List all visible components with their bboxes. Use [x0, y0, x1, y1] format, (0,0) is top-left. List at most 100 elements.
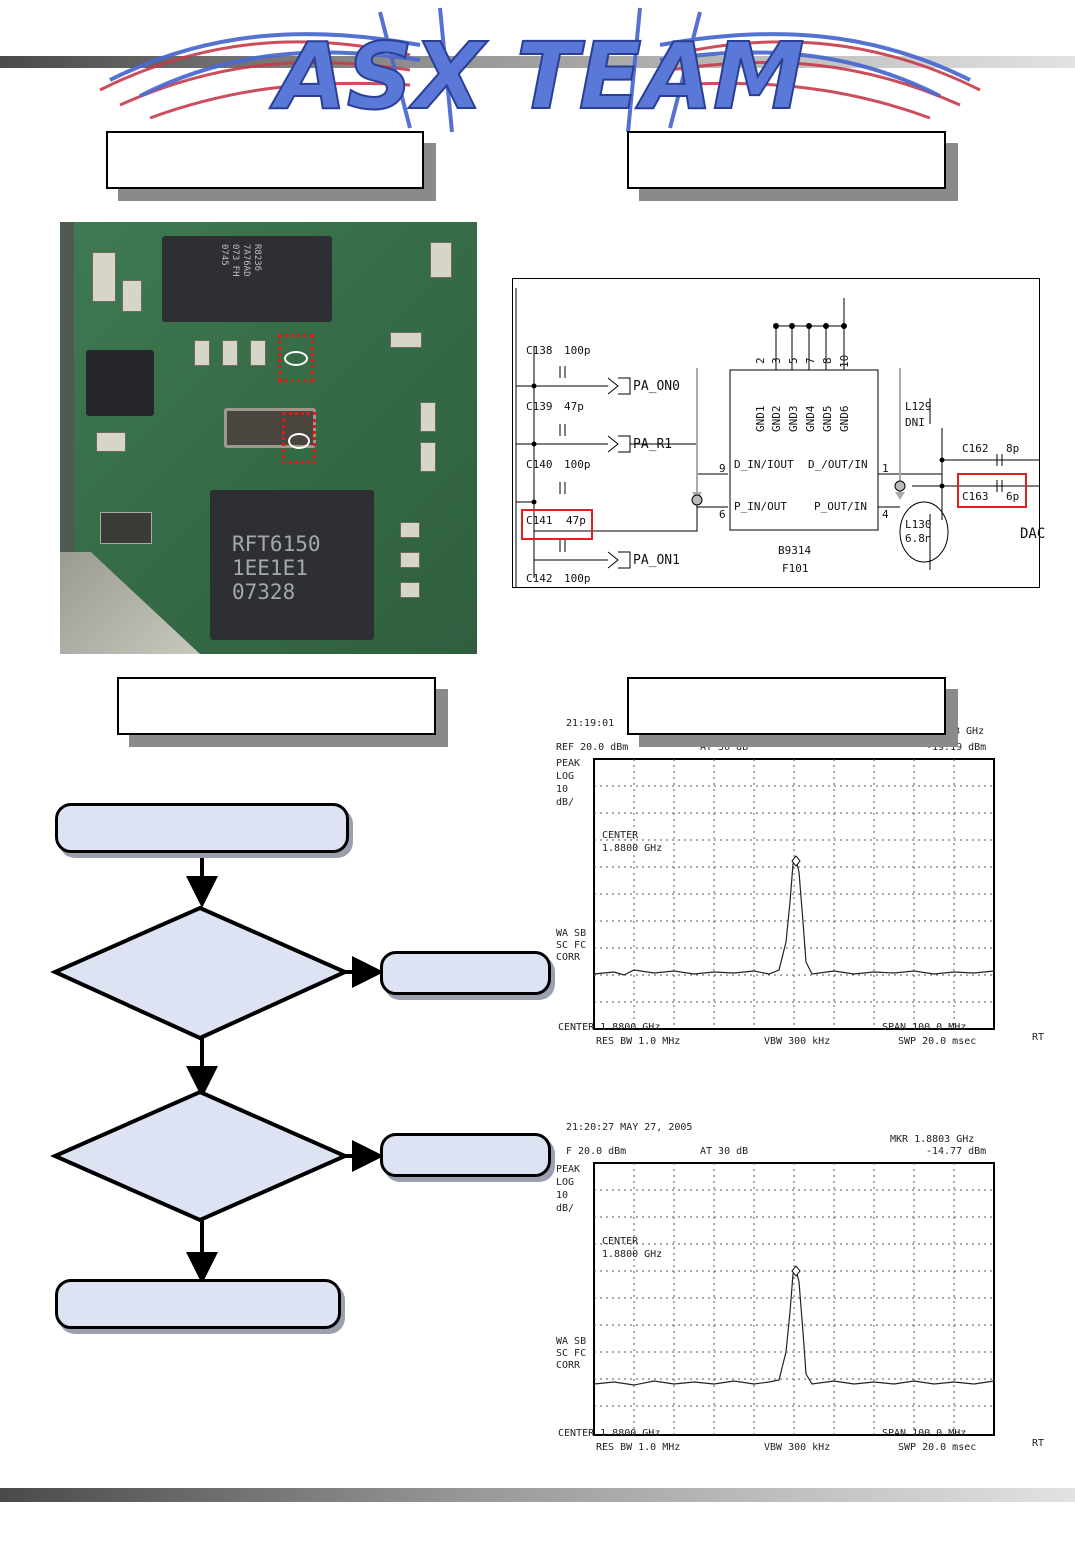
- cap-value: 47p: [566, 514, 586, 527]
- smd-part: [122, 280, 142, 312]
- sa2-center-value: 1.8800 GHz: [602, 1249, 662, 1260]
- sa1-left-label: 10: [556, 784, 568, 795]
- c163-ref: C163: [962, 490, 989, 503]
- team-logo: ASX TEAM: [99, 7, 981, 133]
- sa1-marker: [791, 855, 801, 867]
- highlight-box-2: [282, 412, 316, 464]
- sa1-center-label: CENTER: [602, 830, 639, 841]
- cap-ref: C138: [526, 344, 553, 357]
- sa1-footer-center: CENTER 1.8800 GHz: [558, 1022, 660, 1033]
- gnd-pin-number: 3: [770, 357, 783, 364]
- schematic-diagram: C138 100p C139 47p C140 100p C141 47p C1…: [512, 278, 1045, 588]
- c163-value: 6p: [1006, 490, 1019, 503]
- header-box-top-left: [106, 131, 424, 189]
- signal-label: PA_ON0: [633, 379, 680, 394]
- sa2-left-label: LOG: [556, 1177, 574, 1188]
- smd-part: [400, 522, 420, 538]
- gnd-label: GND6: [838, 406, 851, 433]
- spectrum-plot-1: 21:19:01 3 GHz REF 20.0 dBm AT 30 dB -19…: [556, 718, 1044, 1047]
- gnd-label: GND2: [770, 406, 783, 433]
- sa2-footer-center: CENTER 1.8800 GHz: [558, 1428, 660, 1439]
- cap-ref: C139: [526, 400, 553, 413]
- flow-result-1: [380, 951, 551, 995]
- l129-value: DNI: [905, 416, 925, 429]
- sa2-at: AT 30 dB: [700, 1146, 748, 1157]
- highlight-box-1: [278, 334, 314, 382]
- sa1-side-label: CORR: [556, 952, 581, 963]
- pin-9: 9: [719, 462, 726, 475]
- sa1-time: 21:19:01: [566, 718, 614, 729]
- sa2-vbw: VBW 300 kHz: [764, 1442, 830, 1453]
- flowchart: [50, 850, 384, 1284]
- sa1-footer-span: SPAN 100.0 MHz: [882, 1022, 966, 1033]
- port-d-in: D_IN/IOUT: [734, 458, 794, 471]
- flow-start: [55, 803, 349, 853]
- rf-chip-line: 07328: [232, 580, 296, 604]
- part-number: B9314: [778, 544, 811, 557]
- port-d-out: D_/OUT/IN: [808, 458, 868, 471]
- sa1-trace: [593, 858, 995, 976]
- top-chip-line: R8236: [252, 244, 262, 272]
- sa1-side-label: SC FC: [556, 940, 586, 951]
- smd-part: [390, 332, 422, 348]
- sa1-mkr-freq: 3 GHz: [954, 726, 984, 737]
- sa1-rt: RT: [1032, 1032, 1044, 1043]
- gnd-pin-number: 2: [754, 357, 767, 364]
- sa1-grid: [594, 759, 994, 1029]
- sa2-swp: SWP 20.0 msec: [898, 1442, 976, 1453]
- gnd-pin-number: 10: [838, 355, 851, 368]
- sa2-left-label: PEAK: [556, 1164, 580, 1175]
- pin-1: 1: [882, 462, 889, 475]
- cap-ref: C142: [526, 572, 553, 585]
- header-box-top-right: [627, 131, 946, 189]
- decision-diamond-2: [50, 1089, 350, 1223]
- cap-value: 100p: [564, 344, 591, 357]
- main-rf-chip: RFT6150 1EE1E1 07328: [210, 490, 374, 640]
- shield-frame: [60, 552, 200, 654]
- smd-part: [250, 340, 266, 366]
- l129-ref: L129: [905, 400, 932, 413]
- sa1-side-label: WA SB: [556, 928, 586, 939]
- c162-value: 8p: [1006, 442, 1019, 455]
- sa2-marker: [791, 1265, 801, 1277]
- rf-chip-line: RFT6150: [232, 532, 321, 556]
- part-ref: F101: [782, 562, 809, 575]
- header-box-mid-right: [627, 677, 946, 735]
- sa2-time: 21:20:27 MAY 27, 2005: [566, 1122, 692, 1133]
- pin-6: 6: [719, 508, 726, 521]
- sa2-footer-span: SPAN 100.0 MHz: [882, 1428, 966, 1439]
- smd-part: [420, 442, 436, 472]
- dac-label: DAC: [1020, 526, 1045, 542]
- header-box-mid-left: [117, 677, 436, 735]
- smd-part: [96, 432, 126, 452]
- c162-ref: C162: [962, 442, 989, 455]
- sa2-mkr-level: -14.77 dBm: [926, 1146, 986, 1157]
- smd-part: [100, 512, 152, 544]
- sa2-left-label: 10: [556, 1190, 568, 1201]
- sa1-left-label: LOG: [556, 771, 574, 782]
- sa2-res-bw: RES BW 1.0 MHz: [596, 1442, 680, 1453]
- port-p-out: P_OUT/IN: [814, 500, 867, 513]
- smd-part: [430, 242, 452, 278]
- top-chip-line: 0745: [219, 244, 229, 266]
- sa1-res-bw: RES BW 1.0 MHz: [596, 1036, 680, 1047]
- sa2-mkr-freq: MKR 1.8803 GHz: [890, 1134, 974, 1145]
- sa1-left-label: PEAK: [556, 758, 580, 769]
- sa1-left-label: dB/: [556, 797, 574, 808]
- signal-label: PA_ON1: [633, 553, 680, 568]
- gnd-label: GND3: [787, 406, 800, 433]
- sa2-left-label: dB/: [556, 1203, 574, 1214]
- gnd-pin-number: 8: [821, 357, 834, 364]
- gnd-label: GND5: [821, 406, 834, 433]
- sa1-mkr-level: -19.19 dBm: [926, 742, 986, 753]
- pin-4: 4: [882, 508, 889, 521]
- sa1-center-value: 1.8800 GHz: [602, 843, 662, 854]
- signal-label: PA_R1: [633, 437, 672, 452]
- smd-part: [222, 340, 238, 366]
- sa1-ref: REF 20.0 dBm: [556, 742, 628, 753]
- sa1-swp: SWP 20.0 msec: [898, 1036, 976, 1047]
- top-chip-line: 7A76AD: [241, 244, 251, 277]
- sa2-side-label: SC FC: [556, 1348, 586, 1359]
- smd-part: [400, 552, 420, 568]
- l130-ref: L130: [905, 518, 932, 531]
